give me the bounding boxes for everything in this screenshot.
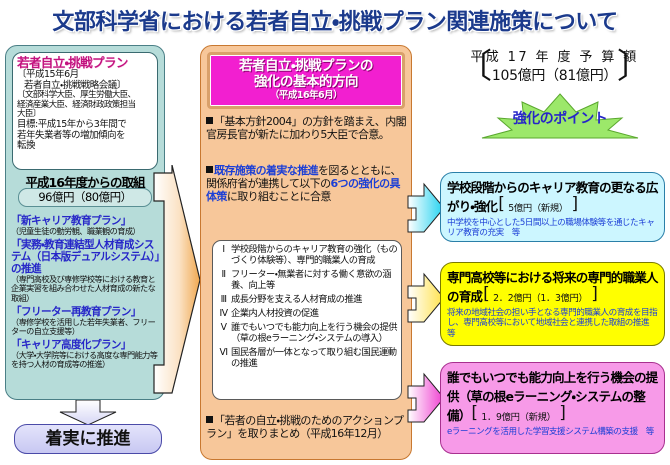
left-section-heading: 平成16年度からの取組 <box>25 175 146 190</box>
budget-header-line2: 105億円（81億円） <box>491 68 618 84</box>
item-number: Ⅴ <box>220 322 227 333</box>
left-plan-box: 若者自立・挑戦プラン 〔平成15年6月 若者自立・挑戦戦略会議〕 〔文部科学大臣… <box>12 52 158 170</box>
item-number: Ⅳ <box>219 308 228 319</box>
right-box-title: 誰でもいつでも能力向上を行う機会の提供（草の根eラーニング・システムの整備） <box>447 370 658 423</box>
arrow-right-yellow-icon <box>407 272 445 323</box>
left-plan-line-5: 目標:平成15年から3年間で <box>17 118 127 130</box>
item-text: 誰でもいつでも能力向上を行う機会の提供（草の根eラーニング・システムの導入） <box>231 322 398 344</box>
center-bullet-2-mid: を図るとともに、関係府省が連携して以下の <box>206 164 401 191</box>
item-text: 国民各層が一体となって取り組む国民運動の推進 <box>231 347 397 369</box>
list-item: Ⅳ 企業内人材投資の促進 <box>216 308 398 319</box>
center-bullet-3: 「若者の自立・挑戦のためのアクションプラン」を取りまとめ（平成16年12月） <box>206 414 410 440</box>
plan-title: 「新キャリア教育プラン」 <box>11 215 132 227</box>
page-title: 文部科学省における若者自立・挑戦プラン関連施策について <box>52 10 618 35</box>
item-text: 学校段階からのキャリア教育の強化（ものづくり体験等）、専門的職業人の育成 <box>231 244 398 266</box>
budget-header-line1: 平成 17 年 度 予 算 額 <box>470 50 639 65</box>
left-plan-line-3: 経済産業大臣、経済財政政策担当 <box>17 99 136 110</box>
right-box-amount: 5億円（新規） <box>497 196 579 214</box>
right-box-desc: 中学校を中心とした5日間以上の職場体験等を通じたキャリア教育の充実 等 <box>447 218 655 239</box>
list-item: Ⅵ 国民各層が一体となって取り組む国民運動の推進 <box>216 347 398 369</box>
right-box-desc: 将来の地域社会の担い手となる専門的職業人の育成を目指し、専門高校等において地域社… <box>447 308 658 339</box>
right-box-amount: 2．2億円（1．3億円） <box>482 286 598 304</box>
center-bullet-2-post: に取り組むことに合意 <box>226 190 332 204</box>
arrow-right-cyan-icon <box>407 182 445 233</box>
arrow-right-large-icon <box>153 165 201 394</box>
center-header-box: 若者自立・挑戦プランの 強化の基本的方向 （平成16年6月） <box>207 52 405 109</box>
right-box-title: 専門高校等における将来の専門的職業人の育成 <box>447 270 658 304</box>
bracket-right-icon: 〕 <box>617 47 651 87</box>
left-plan-line-4: 大臣〕 <box>17 109 41 120</box>
budget-header: 〔 平成 17 年 度 予 算 額 105億円（81億円） 〕 <box>452 48 657 90</box>
center-head-line1: 若者自立・挑戦プランの <box>238 58 374 74</box>
item-text: フリーター・無業者に対する働く意欲の涵養、向上等 <box>231 269 392 291</box>
list-item: 「キャリア高度化プラン」 （大学・大学院等における高度な専門能力等を持つ人材の育… <box>11 339 161 369</box>
right-box-desc: eラーニングを活用した学習支援システム構築の支援 等 <box>447 427 654 437</box>
left-plan-title: 若者自立・挑戦プラン <box>17 55 128 70</box>
steady-progress-box: 着実に推進 <box>14 424 162 454</box>
item-number: Ⅵ <box>219 347 228 358</box>
plan-title: 「フリーター再教育プラン」 <box>11 305 142 318</box>
center-bullet-2-highlight-2: 6つの強化の具体策 <box>206 177 401 204</box>
left-plan-line-6: 若年失業者等の増加傾向を <box>17 129 126 141</box>
down-arrow-icon <box>59 400 117 426</box>
item-text: 成長分野を支える人材育成の推進 <box>231 294 362 305</box>
left-plan-line-7: 転換 <box>17 140 36 152</box>
left-plan-line-0: 〔平成15年6月 <box>17 69 79 80</box>
left-plan-list: 「新キャリア教育プラン」 （児童生徒の勤労観、職業観の育成） 「実務・教育連結型… <box>11 212 161 382</box>
plan-desc: （児童生徒の勤労観、職業観の育成） <box>11 226 141 236</box>
plan-desc: （専修学校を活用した若年失業者、フリーターの自立支援等） <box>11 316 156 337</box>
left-plan-line-1: 若者自立・挑戦戦略会議〕 <box>24 79 126 91</box>
arrow-right-magenta-icon <box>407 372 445 423</box>
center-bullet-1: 「基本方針2004」の方針を踏まえ、内閣官房長官が新たに加わり5大臣で合意。 <box>206 115 408 141</box>
center-head-sub: （平成16年6月） <box>269 90 343 101</box>
left-plan-line-2: 〔文部科学大臣、厚生労働大臣、 <box>17 90 136 101</box>
bracket-left-icon: 〔 <box>458 47 492 87</box>
item-number: Ⅱ <box>221 269 226 280</box>
item-number: Ⅰ <box>222 244 225 255</box>
star-label: 強化のポイント <box>512 111 608 127</box>
right-box-specialized-highschool: 専門高校等における将来の専門的職業人の育成2．2億円（1．3億円） 将来の地域社… <box>440 262 665 346</box>
list-item: Ⅴ 誰でもいつでも能力向上を行う機会の提供（草の根eラーニング・システムの導入） <box>216 322 398 344</box>
item-number: Ⅲ <box>220 294 227 305</box>
list-item: Ⅱ フリーター・無業者に対する働く意欲の涵養、向上等 <box>216 269 398 291</box>
center-head-line2: 強化の基本的方向 <box>254 74 359 90</box>
center-measures-list: Ⅰ 学校段階からのキャリア教育の強化（ものづくり体験等）、専門的職業人の育成 Ⅱ… <box>212 240 402 400</box>
center-bullet-1-text: 「基本方針2004」の方針を踏まえ、内閣官房長官が新たに加わり5大臣で合意。 <box>206 115 407 142</box>
plan-title: 「キャリア高度化プラン」 <box>11 339 132 352</box>
plan-title: 「実務・教育連結型人材育成システム（日本版デュアルシステム）」の推進 <box>11 239 160 276</box>
starburst-icon <box>481 93 639 139</box>
plan-desc: （専門高校及び専修学校等における教育と企業実習を組み合わせた人材育成の新たな取組… <box>11 274 156 303</box>
left-budget-amount: 96億円（80億円） <box>18 188 152 207</box>
list-item: Ⅰ 学校段階からのキャリア教育の強化（ものづくり体験等）、専門的職業人の育成 <box>216 244 398 266</box>
list-item: Ⅲ 成長分野を支える人材育成の推進 <box>216 294 398 305</box>
right-box-amount: 1．9億円（新規） <box>470 405 566 423</box>
plan-desc: （大学・大学院等における高度な専門能力等を持つ人材の育成等の推進） <box>11 350 158 370</box>
center-bullet-2-highlight-1: 既存施策の着実な推進 <box>214 164 319 177</box>
right-box-career-education: 学校段階からのキャリア教育の更なる広がり・強化5億円（新規） 中学校を中心とした… <box>440 172 665 242</box>
item-text: 企業内人材投資の促進 <box>231 308 319 319</box>
list-item: 「新キャリア教育プラン」 （児童生徒の勤労観、職業観の育成） <box>11 215 161 236</box>
bullet-square-icon <box>206 416 213 423</box>
right-box-title: 学校段階からのキャリア教育の更なる広がり・強化 <box>447 180 658 214</box>
center-bullet-3-text: 「若者の自立・挑戦のためのアクションプラン」を取りまとめ（平成16年12月） <box>206 414 404 441</box>
list-item: 「フリーター再教育プラン」 （専修学校を活用した若年失業者、フリーターの自立支援… <box>11 306 161 336</box>
bullet-square-icon <box>206 166 213 173</box>
center-bullet-2: 既存施策の着実な推進を図るとともに、関係府省が連携して以下の6つの強化の具体策に… <box>206 164 408 204</box>
bullet-square-icon <box>206 117 213 124</box>
list-item: 「実務・教育連結型人材育成システム（日本版デュアルシステム）」の推進 （専門高校… <box>11 239 161 303</box>
right-box-elearning: 誰でもいつでも能力向上を行う機会の提供（草の根eラーニング・システムの整備）1．… <box>440 362 665 454</box>
